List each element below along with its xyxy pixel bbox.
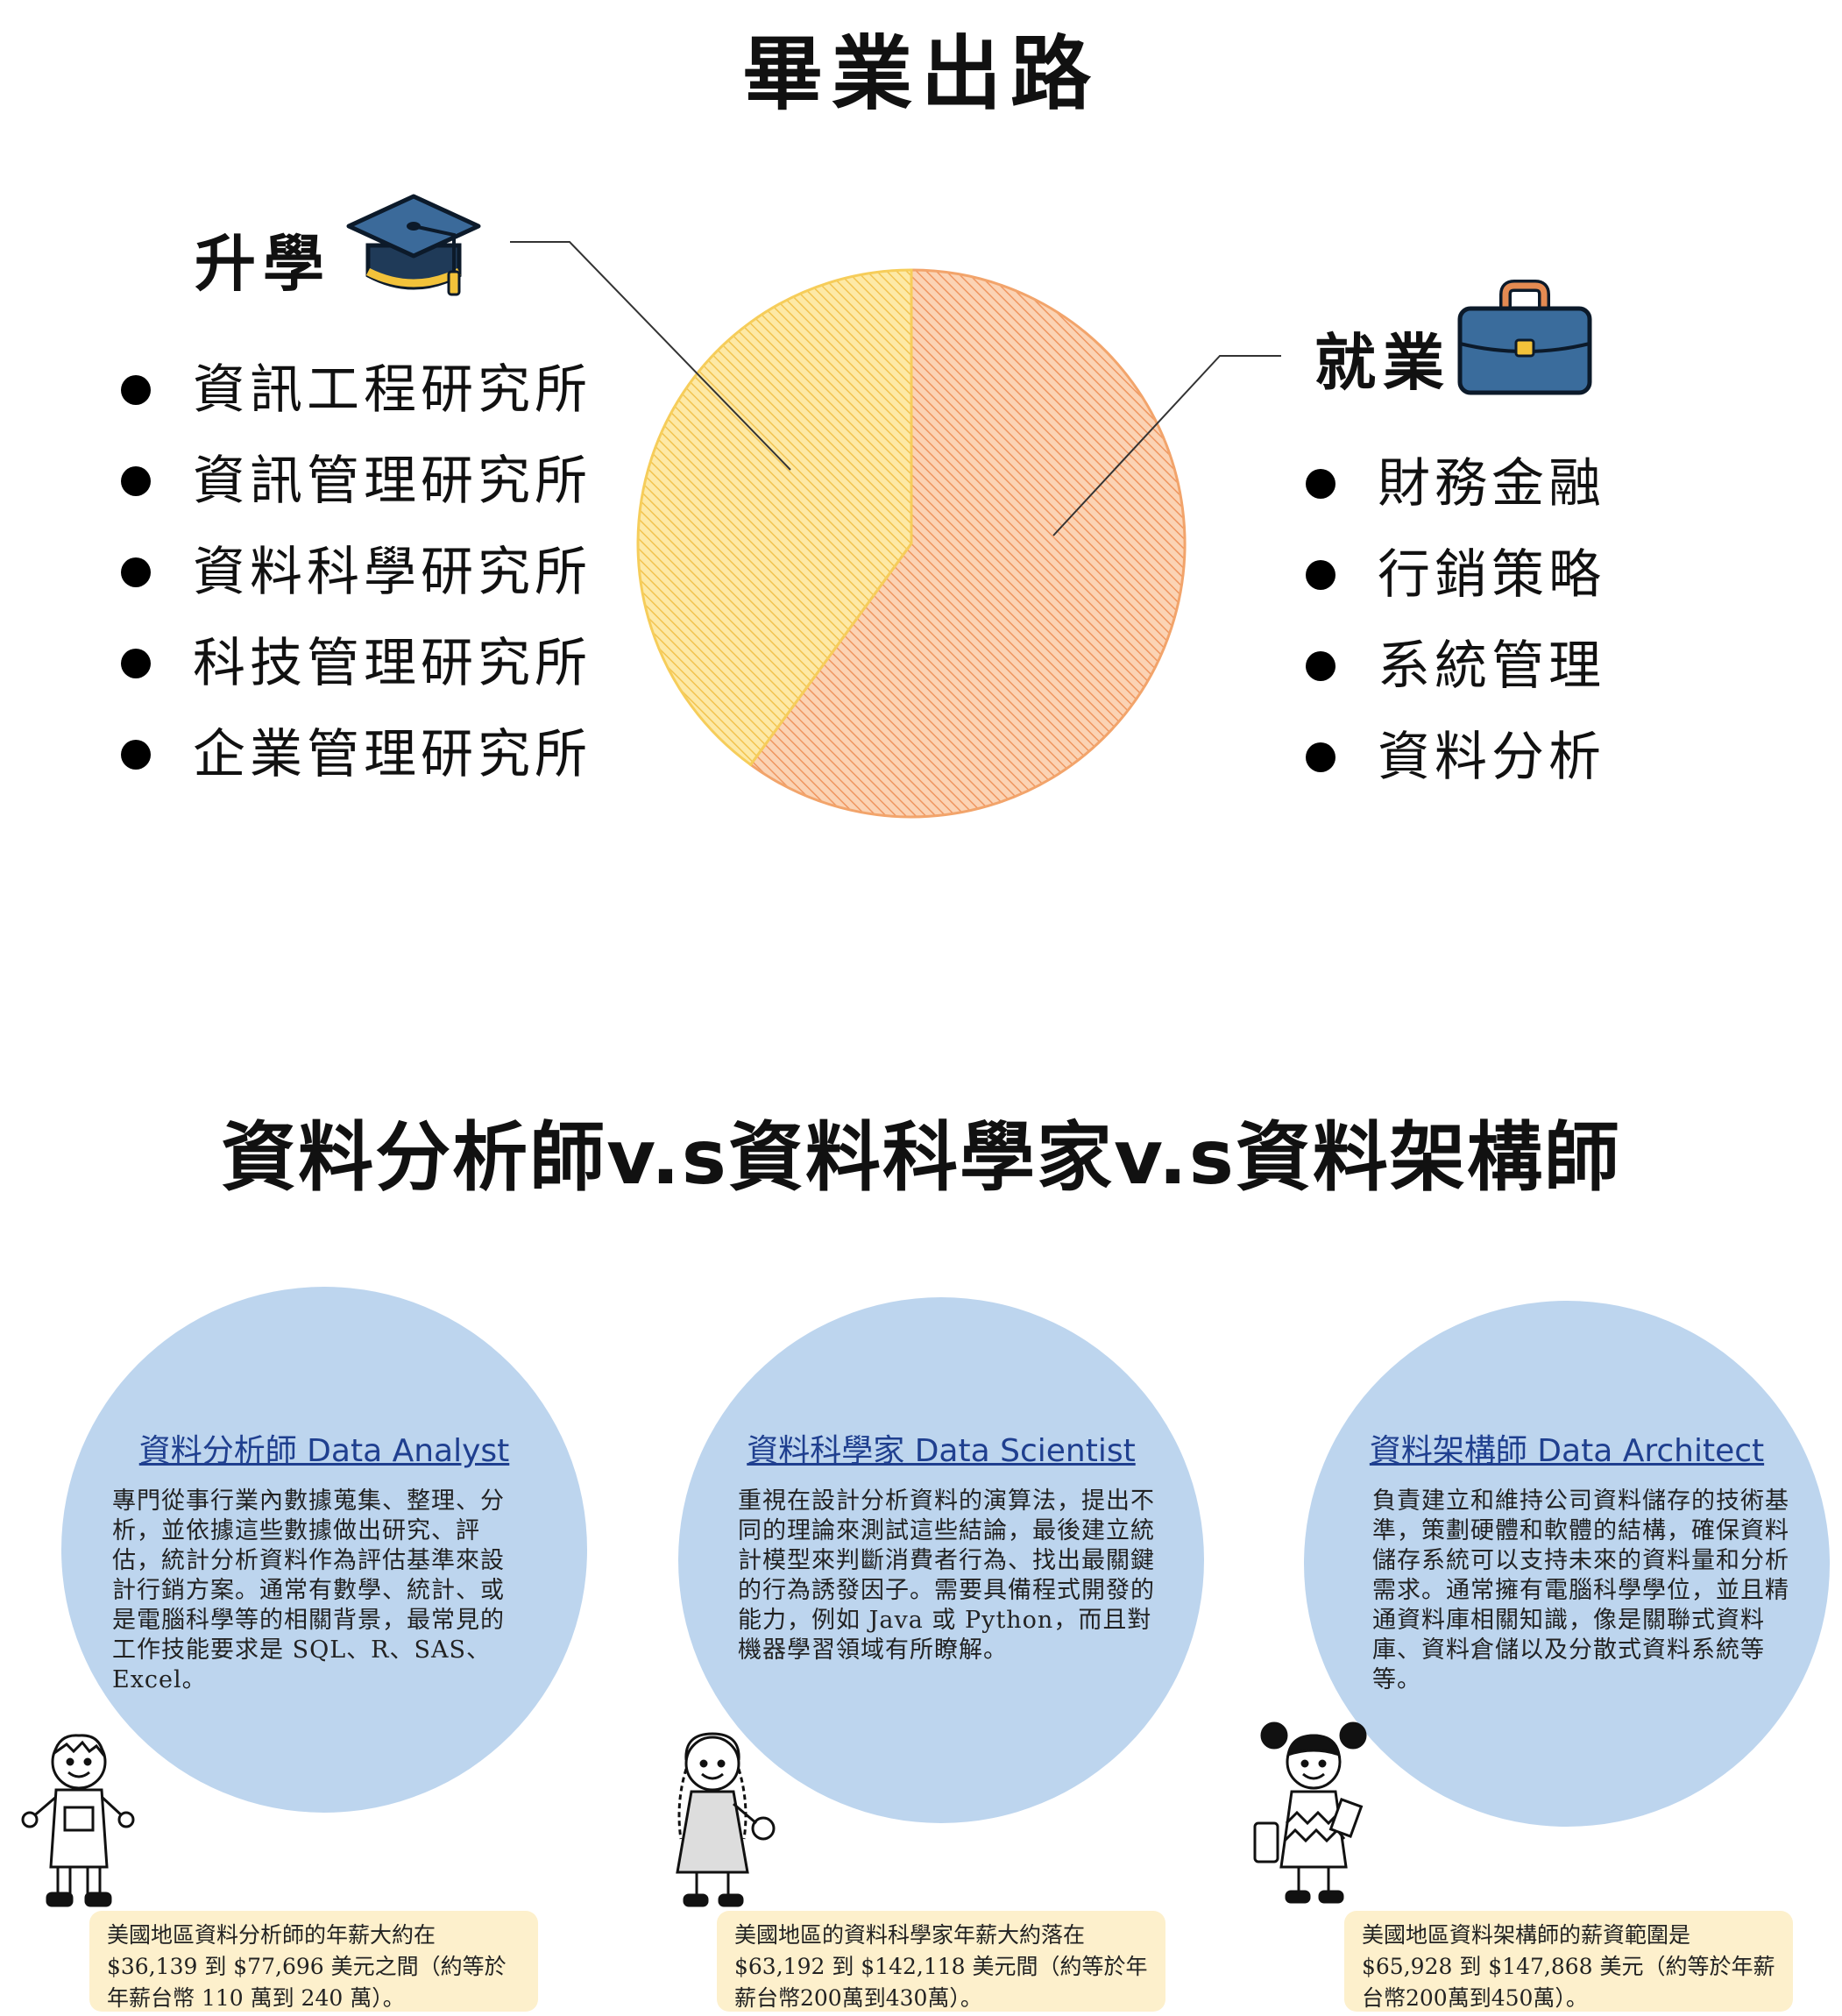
bullet-icon [121, 466, 151, 496]
bullet-icon [1306, 560, 1335, 590]
data-analyst-salary: 美國地區資料分析師的年薪大約在 $36,139 到 $77,696 美元之間（約… [89, 1911, 538, 2012]
list-item: 資訊工程研究所 [121, 344, 592, 436]
boy-illustration-icon [16, 1727, 138, 1911]
data-architect-description: 負責建立和維持公司資料儲存的技術基準，策劃硬體和軟體的結構，確保資料儲存系統可以… [1372, 1487, 1789, 1693]
bullet-icon [121, 375, 151, 405]
list-item: 行銷策略 [1306, 529, 1605, 621]
comparison-title: 資料分析師v.s資料科學家v.s資料架構師 [221, 1114, 1621, 1202]
salary-text: 美國地區資料架構師的薪資範圍是 $65,928 到 $147,868 美元（約等… [1362, 1922, 1775, 2011]
girl-illustration-icon [644, 1725, 784, 1911]
further-study-list: 資訊工程研究所 資訊管理研究所 資料科學研究所 科技管理研究所 企業管理研究所 [121, 344, 592, 800]
list-item: 系統管理 [1306, 621, 1605, 712]
girl-with-books-illustration-icon [1248, 1718, 1379, 1911]
bullet-icon [1306, 742, 1335, 772]
bullet-icon [1306, 469, 1335, 499]
bullet-icon [121, 557, 151, 587]
bullet-icon [121, 740, 151, 770]
list-item: 資料分析 [1306, 712, 1605, 803]
employment-heading: 就業 [1314, 327, 1451, 399]
briefcase-icon [1455, 279, 1595, 398]
salary-text: 美國地區資料分析師的年薪大約在 $36,139 到 $77,696 美元之間（約… [107, 1922, 507, 2011]
list-item: 資訊管理研究所 [121, 436, 592, 527]
data-architect-title[interactable]: 資料架構師 Data Architect [1369, 1433, 1765, 1469]
employment-leader-line [1052, 355, 1281, 536]
page-title: 畢業出路 [741, 27, 1100, 121]
data-scientist-title[interactable]: 資料科學家 Data Scientist [747, 1433, 1136, 1469]
list-item: 資料科學研究所 [121, 527, 592, 618]
bullet-icon [1306, 651, 1335, 681]
data-analyst-circle [61, 1287, 587, 1813]
data-architect-salary: 美國地區資料架構師的薪資範圍是 $65,928 到 $147,868 美元（約等… [1344, 1911, 1793, 2012]
data-scientist-salary: 美國地區的資料科學家年薪大約落在 $63,192 到 $142,118 美元間（… [717, 1911, 1165, 2012]
employment-list: 財務金融 行銷策略 系統管理 資料分析 [1306, 438, 1605, 803]
data-analyst-title[interactable]: 資料分析師 Data Analyst [138, 1433, 510, 1469]
further-study-heading: 升學 [195, 228, 331, 300]
data-analyst-description: 專門從事行業內數據蒐集、整理、分析，並依據這些數據做出研究、評估，統計分析資料作… [112, 1487, 505, 1693]
data-scientist-circle [678, 1297, 1204, 1823]
data-architect-circle [1304, 1301, 1830, 1827]
list-item: 財務金融 [1306, 438, 1605, 529]
list-item: 企業管理研究所 [121, 709, 592, 800]
further-study-leader-line [510, 241, 791, 471]
salary-text: 美國地區的資料科學家年薪大約落在 $63,192 到 $142,118 美元間（… [734, 1922, 1148, 2011]
pie-slice-employment [748, 268, 1187, 819]
data-scientist-description: 重視在設計分析資料的演算法，提出不同的理論來測試這些結論，最後建立統計模型來判斷… [738, 1487, 1155, 1664]
pie-chart [510, 241, 1281, 819]
pie-slice-further-study [636, 268, 913, 767]
bullet-icon [121, 649, 151, 678]
graduation-cap-icon [344, 191, 484, 305]
list-item: 科技管理研究所 [121, 618, 592, 709]
